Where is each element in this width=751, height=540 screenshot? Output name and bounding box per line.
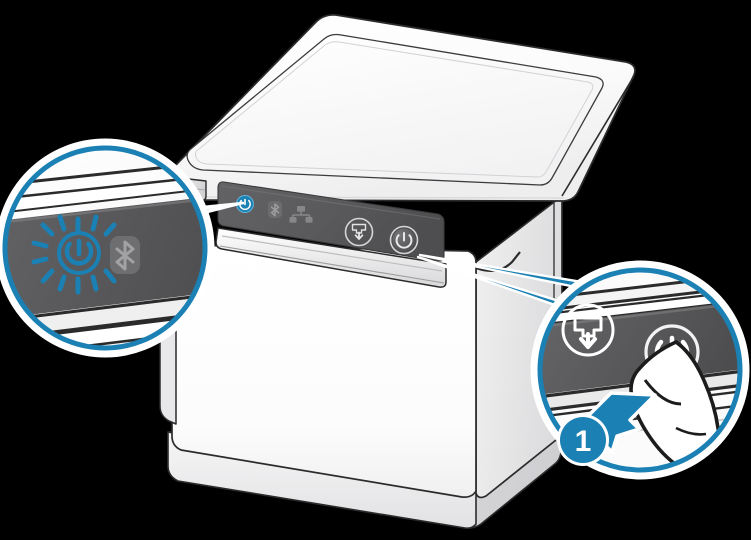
bluetooth-indicator [268, 201, 282, 218]
callout-ring-right [537, 267, 743, 473]
network-indicator [289, 206, 313, 223]
callout-halo-left [0, 138, 215, 358]
callout-press-power: 1 [530, 260, 750, 480]
callout-halo-right [530, 260, 750, 480]
feed-button[interactable] [344, 217, 374, 247]
bluetooth-icon [110, 236, 140, 274]
printer-top-inner-panel [186, 33, 604, 186]
paper-exit-slot [215, 227, 447, 288]
step-badge-label: 1 [575, 425, 592, 458]
callout-ring-left [2, 145, 208, 351]
step-badge-1: 1 [557, 414, 609, 466]
callout-led-detail [0, 138, 215, 358]
pointing-finger-icon [629, 340, 721, 469]
power-button[interactable] [389, 225, 419, 255]
feed-button-magnified[interactable] [561, 303, 615, 357]
control-panel [217, 181, 445, 262]
